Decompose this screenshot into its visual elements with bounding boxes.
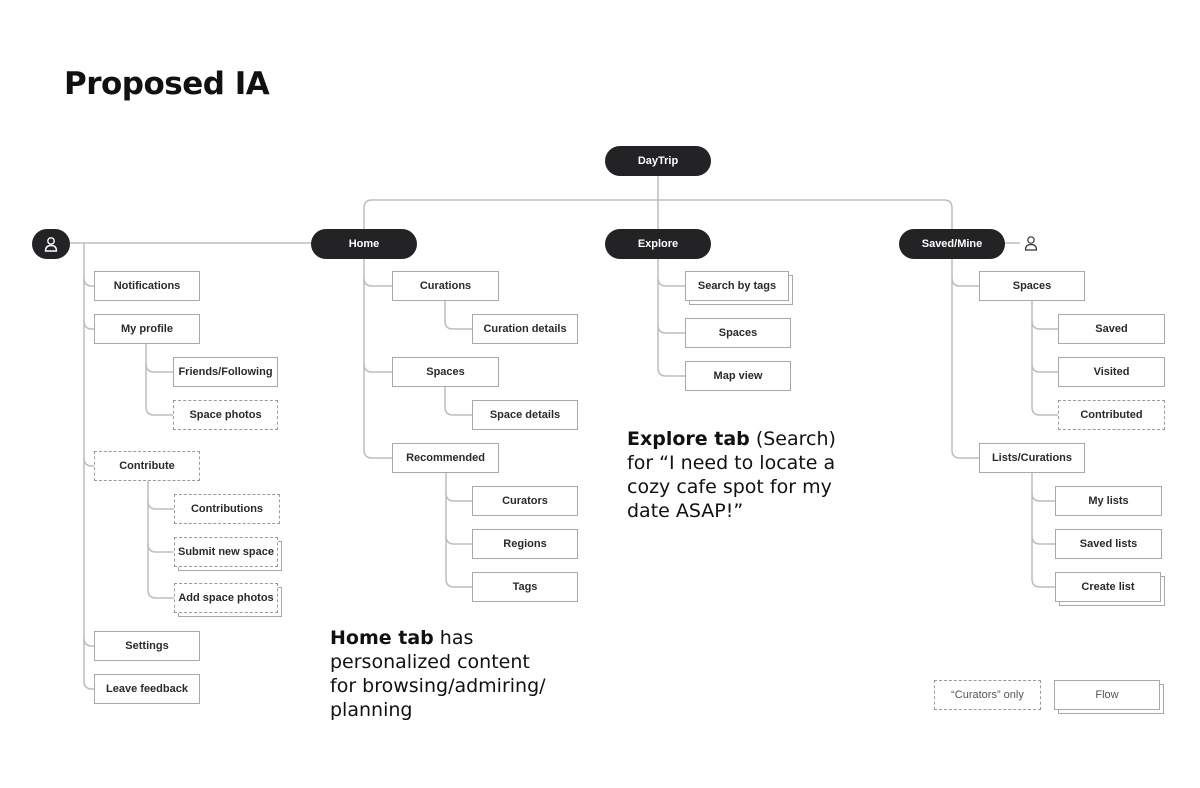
home-annotation: Home tab has personalized content for br… bbox=[330, 626, 590, 722]
connector-submit bbox=[147, 543, 175, 553]
page-title: Proposed IA bbox=[64, 66, 270, 102]
connector-curations bbox=[363, 277, 393, 287]
connector-settings bbox=[83, 637, 95, 647]
home-annotation-line2: personalized content bbox=[330, 651, 530, 673]
connector-saved-spaces bbox=[951, 277, 980, 287]
node-home-spaces: Spaces bbox=[392, 357, 499, 387]
user-icon bbox=[1024, 236, 1038, 251]
connector-notifications bbox=[83, 277, 95, 287]
connector-explore-spine bbox=[657, 258, 686, 377]
connector-saved bbox=[1031, 320, 1059, 330]
node-space-photos: Space photos bbox=[173, 400, 278, 430]
node-space-details: Space details bbox=[472, 400, 578, 430]
connector-spaces bbox=[363, 363, 393, 373]
connector-friends bbox=[145, 363, 174, 373]
node-recommended: Recommended bbox=[392, 443, 499, 473]
node-home: Home bbox=[311, 229, 417, 259]
connector-visited bbox=[1031, 363, 1059, 373]
node-daytrip: DayTrip bbox=[605, 146, 711, 176]
connector-home-spine bbox=[363, 258, 393, 459]
user-root-node bbox=[32, 229, 70, 259]
connector-curators bbox=[445, 492, 473, 502]
connector-lists-spine bbox=[1031, 473, 1056, 588]
node-contributed: Contributed bbox=[1058, 400, 1165, 430]
explore-annotation-line4: date ASAP!” bbox=[627, 500, 744, 522]
node-contribute: Contribute bbox=[94, 451, 200, 481]
node-saved-spaces: Spaces bbox=[979, 271, 1085, 301]
connector-space-details bbox=[444, 387, 473, 416]
node-leave-feedback: Leave feedback bbox=[94, 674, 200, 704]
explore-annotation: Explore tab (Search) for “I need to loca… bbox=[627, 427, 887, 523]
connector-top-bar bbox=[363, 199, 953, 232]
node-my-lists: My lists bbox=[1055, 486, 1162, 516]
connector-recommended-spine bbox=[445, 473, 473, 588]
node-notifications: Notifications bbox=[94, 271, 200, 301]
connector-explore-spaces bbox=[657, 324, 686, 334]
user-icon bbox=[44, 237, 58, 252]
connector-my-lists bbox=[1031, 492, 1056, 502]
node-visited: Visited bbox=[1058, 357, 1165, 387]
node-add-space-photos: Add space photos bbox=[174, 583, 278, 613]
node-contributions: Contributions bbox=[174, 494, 280, 524]
explore-annotation-rest: (Search) bbox=[749, 428, 836, 450]
node-saved-lists: Saved lists bbox=[1055, 529, 1162, 559]
connector-regions bbox=[445, 535, 473, 545]
node-regions: Regions bbox=[472, 529, 578, 559]
node-lists-curations: Lists/Curations bbox=[979, 443, 1085, 473]
legend-flow: Flow bbox=[1054, 680, 1160, 710]
connector-my-profile bbox=[83, 320, 95, 330]
node-map-view: Map view bbox=[685, 361, 791, 391]
explore-annotation-bold: Explore tab bbox=[627, 428, 750, 450]
node-search-by-tags: Search by tags bbox=[685, 271, 789, 301]
legend-curators-only: “Curators” only bbox=[934, 680, 1041, 710]
home-annotation-line4: planning bbox=[330, 699, 413, 721]
node-explore: Explore bbox=[605, 229, 711, 259]
home-annotation-line3: for browsing/admiring/ bbox=[330, 675, 546, 697]
connector-spaces-spine bbox=[1031, 301, 1059, 416]
node-submit-new-space: Submit new space bbox=[174, 537, 278, 567]
explore-annotation-line3: cozy cafe spot for my bbox=[627, 476, 832, 498]
connector-user-spine bbox=[83, 243, 95, 690]
connector-profile-spine bbox=[145, 344, 174, 416]
connector-saved-lists bbox=[1031, 535, 1056, 545]
node-saved-mine: Saved/Mine bbox=[899, 229, 1005, 259]
connector-contributions bbox=[147, 500, 175, 510]
node-curation-details: Curation details bbox=[472, 314, 578, 344]
node-create-list: Create list bbox=[1055, 572, 1161, 602]
explore-annotation-line2: for “I need to locate a bbox=[627, 452, 836, 474]
node-friends-following: Friends/Following bbox=[173, 357, 278, 387]
home-annotation-rest: has bbox=[433, 627, 474, 649]
connector-search bbox=[657, 277, 686, 287]
connector-contribute-spine bbox=[147, 481, 175, 599]
node-saved: Saved bbox=[1058, 314, 1165, 344]
node-settings: Settings bbox=[94, 631, 200, 661]
node-curations: Curations bbox=[392, 271, 499, 301]
home-annotation-bold: Home tab bbox=[330, 627, 434, 649]
node-tags: Tags bbox=[472, 572, 578, 602]
node-curators: Curators bbox=[472, 486, 578, 516]
connector-saved-spine bbox=[951, 258, 980, 459]
connector-contribute bbox=[83, 457, 95, 467]
node-my-profile: My profile bbox=[94, 314, 200, 344]
connector-curation-details bbox=[444, 301, 473, 330]
node-explore-spaces: Spaces bbox=[685, 318, 791, 348]
